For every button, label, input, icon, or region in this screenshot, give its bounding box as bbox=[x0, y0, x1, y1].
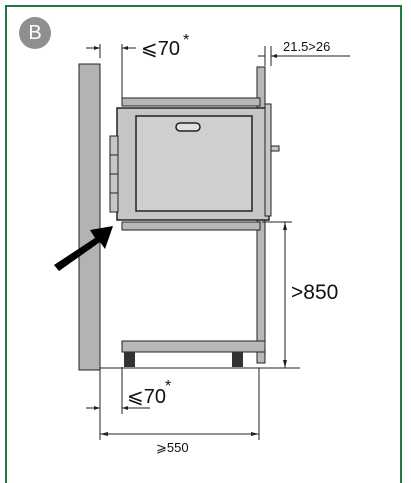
cabinet-middle-shelf bbox=[121, 221, 261, 231]
oven-door-window bbox=[135, 115, 253, 212]
bottom-gap-label: ⩽70 bbox=[127, 386, 166, 408]
oven-handle bbox=[175, 122, 201, 132]
diagram-frame bbox=[5, 5, 402, 483]
bottom-gap-star: * bbox=[165, 378, 171, 395]
top-gap-star: * bbox=[183, 32, 189, 49]
side-gap-label: 21.5>26 bbox=[283, 39, 330, 54]
height-label: >850 bbox=[291, 281, 338, 304]
cabinet-top-shelf bbox=[121, 97, 261, 107]
depth-label: ⩾550 bbox=[156, 440, 189, 455]
cabinet-base bbox=[121, 340, 266, 353]
wall bbox=[78, 63, 101, 371]
cabinet-foot-left bbox=[124, 352, 135, 367]
cabinet-foot-right bbox=[232, 352, 243, 367]
top-gap-label: ⩽70 bbox=[141, 38, 180, 60]
figure-badge: B bbox=[19, 17, 51, 49]
oven-rear-panel bbox=[264, 103, 272, 217]
insertion-arrow bbox=[54, 226, 113, 271]
